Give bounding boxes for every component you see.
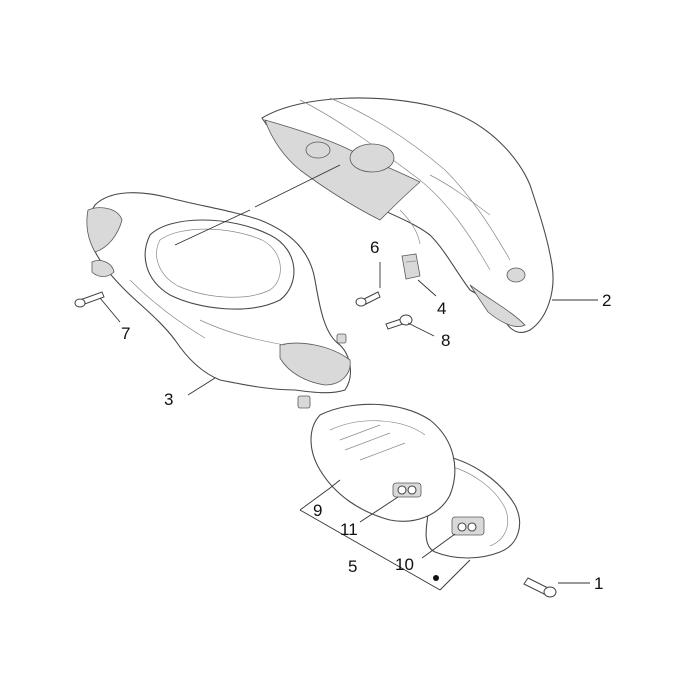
screw-8	[385, 314, 413, 330]
callout-labels: 6 4 8 2 7 3 1 9 11 10 5	[121, 238, 611, 593]
callout-2: 2	[602, 291, 611, 310]
callout-6: 6	[370, 238, 379, 257]
callout-11: 11	[340, 520, 358, 539]
assembly-dot	[433, 575, 439, 581]
leader-lines	[99, 164, 598, 591]
callout-1: 1	[594, 574, 603, 593]
clip-nut-4	[401, 253, 421, 280]
screw-7	[74, 291, 105, 308]
rear-handlebar-cover	[261, 97, 554, 333]
indicator-window-11	[392, 482, 422, 498]
callout-10: 10	[395, 555, 414, 574]
callout-3: 3	[164, 390, 173, 409]
callout-5: 5	[348, 557, 357, 576]
screw-6	[355, 291, 381, 307]
callout-8: 8	[441, 331, 450, 350]
front-handlebar-cover	[86, 192, 351, 409]
screw-1	[523, 577, 557, 598]
callout-7: 7	[121, 324, 130, 343]
instrument-lens-assembly	[310, 403, 520, 581]
callout-9: 9	[313, 501, 322, 520]
callout-4: 4	[437, 299, 446, 318]
